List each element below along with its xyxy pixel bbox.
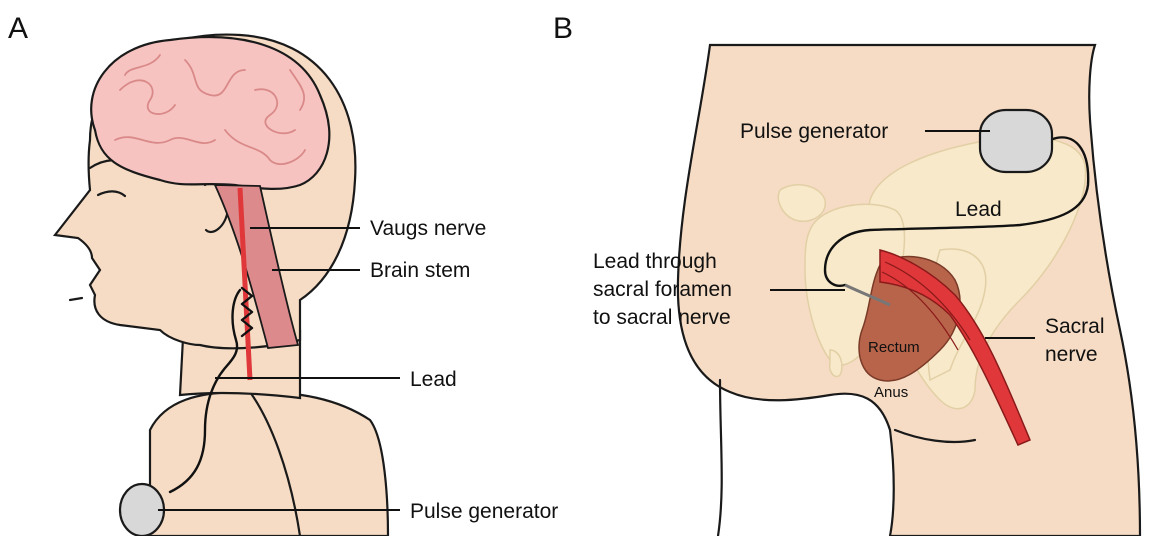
vagus-nerve-label: Vaugs nerve (370, 217, 486, 240)
pulse-generator-label-b: Pulse generator (740, 120, 888, 143)
panel-b: B Pulse generator Lead Lead through (553, 12, 1140, 536)
pulse-generator-b (980, 110, 1052, 172)
panel-a: A (8, 12, 558, 536)
pulse-generator-label-a: Pulse generator (410, 500, 558, 523)
lead-through-label-line1: Lead through (593, 250, 717, 273)
panel-b-letter: B (553, 12, 573, 45)
lead-label-b: Lead (955, 198, 1002, 221)
sacral-nerve-label-line2: nerve (1045, 343, 1098, 366)
brain-stem-label: Brain stem (370, 259, 470, 282)
lead-through-label-line2: sacral foramen (593, 278, 732, 301)
lead-through-label-line3: to sacral nerve (593, 306, 731, 329)
pulse-generator-a (120, 484, 164, 536)
anus-label: Anus (874, 384, 908, 401)
rectum-label: Rectum (868, 339, 920, 356)
torso-illustration (150, 392, 388, 536)
mouth-illustration (70, 298, 82, 300)
buttock-fold (718, 380, 722, 536)
panel-a-letter: A (8, 12, 28, 45)
brain-illustration (91, 37, 329, 189)
lead-label-a: Lead (410, 368, 457, 391)
sacral-nerve-label-line1: Sacral (1045, 315, 1105, 338)
